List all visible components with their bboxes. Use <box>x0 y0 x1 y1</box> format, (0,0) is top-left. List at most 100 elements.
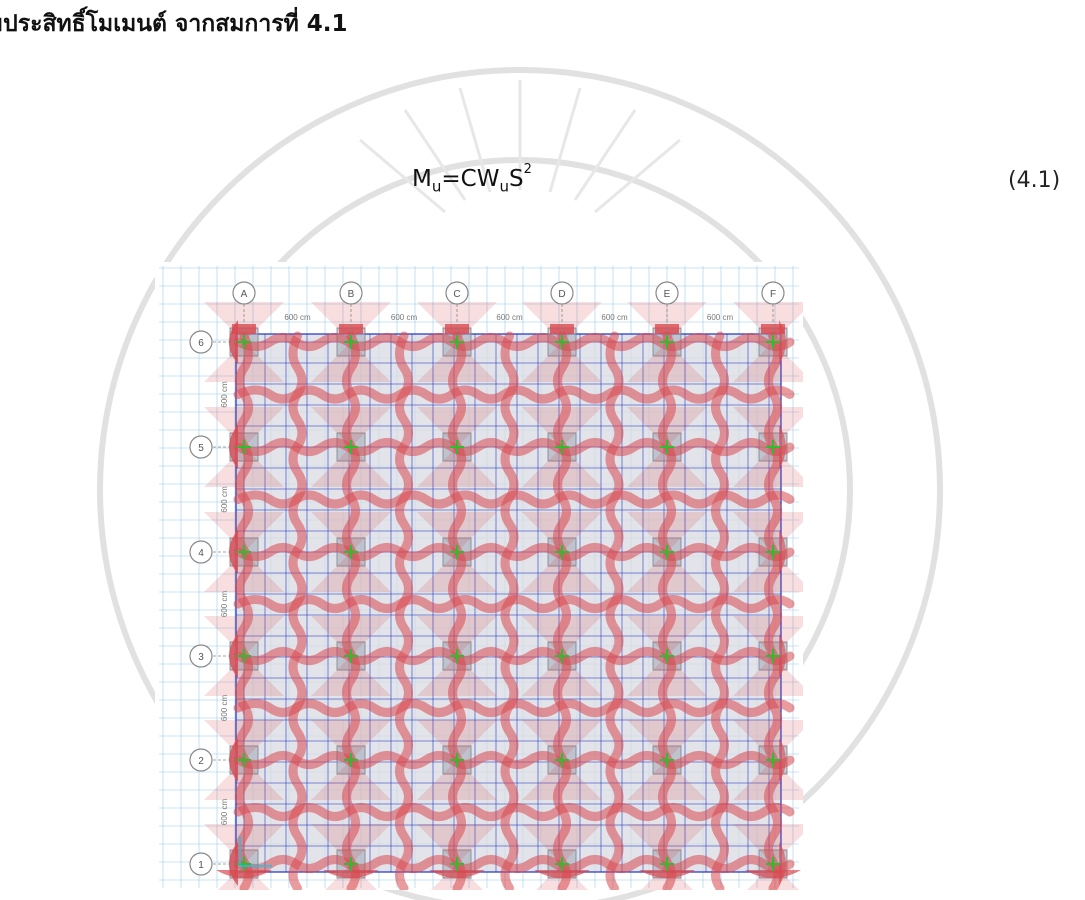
grid-label-C: C <box>453 289 460 300</box>
grid-bubble-E <box>655 281 679 305</box>
span-dimension: 600 cm <box>391 313 418 322</box>
edge-moment-bulge <box>323 870 379 878</box>
grid-bubble-2 <box>189 748 213 772</box>
moment-peak <box>522 407 602 447</box>
moment-peak <box>204 616 284 656</box>
moment-peak <box>204 342 284 382</box>
edge-moment-bulge <box>534 870 590 878</box>
moment-peak <box>522 512 602 552</box>
equation-w-subscript: u <box>499 177 509 196</box>
moment-peak <box>204 656 284 696</box>
moment-peak <box>204 447 284 487</box>
grid-label-A: A <box>241 289 248 300</box>
span-dimension: 600 cm <box>284 313 311 322</box>
edge-moment-bulge <box>779 425 786 469</box>
moment-peak <box>522 552 602 592</box>
moment-peak <box>522 720 602 760</box>
moment-peak <box>522 447 602 487</box>
moment-peak <box>417 512 497 552</box>
edge-moment-bulge <box>779 738 786 782</box>
grid-bubble-6 <box>189 330 213 354</box>
grid-label-E: E <box>664 289 671 300</box>
moment-peak <box>311 447 391 487</box>
moment-peak <box>311 824 391 864</box>
moment-band <box>553 331 571 890</box>
moment-peak <box>627 656 707 696</box>
moment-peak <box>311 407 391 447</box>
moment-peak <box>733 824 803 864</box>
moment-peak <box>204 824 284 864</box>
moment-band <box>395 331 413 890</box>
grid-bubble-C <box>445 281 469 305</box>
moment-band <box>233 595 795 613</box>
moment-peak <box>627 720 707 760</box>
moment-peak <box>204 552 284 592</box>
moment-peak <box>204 407 284 447</box>
moment-peak <box>627 616 707 656</box>
moment-peak <box>311 760 391 800</box>
grid-label-5: 5 <box>198 443 204 454</box>
moment-equation: Mu=CWuS2 <box>412 162 532 196</box>
moment-peak <box>733 656 803 696</box>
edge-moment-bulge <box>745 870 801 878</box>
moment-peak <box>733 302 803 342</box>
moment-band <box>233 699 795 717</box>
section-heading: มประสิทธิ์โมเมนต์ จากสมการที่ 4.1 <box>0 11 348 37</box>
moment-peak <box>522 616 602 656</box>
moment-peak <box>627 824 707 864</box>
edge-moment-bulge <box>779 530 786 574</box>
moment-peak <box>417 824 497 864</box>
moment-peak <box>733 720 803 760</box>
moment-peak <box>627 760 707 800</box>
grid-bubble-5 <box>189 435 213 459</box>
moment-peak <box>204 720 284 760</box>
span-dimension: 600 cm <box>220 381 229 408</box>
moment-peak <box>417 616 497 656</box>
moment-peak <box>627 512 707 552</box>
moment-peak <box>311 552 391 592</box>
moment-peak <box>417 447 497 487</box>
moment-peak <box>417 656 497 696</box>
moment-peak <box>311 616 391 656</box>
equation-cw: =CW <box>441 166 500 192</box>
moment-peak <box>417 720 497 760</box>
edge-moment-bulge <box>779 634 786 678</box>
moment-band <box>342 331 360 890</box>
span-dimension: 600 cm <box>496 313 523 322</box>
grid-bubble-3 <box>189 644 213 668</box>
equation-s: S <box>508 166 524 192</box>
moment-peak <box>311 512 391 552</box>
grid-bubble-A <box>232 281 256 305</box>
grid-label-D: D <box>558 289 565 300</box>
grid-label-3: 3 <box>198 652 204 663</box>
moment-band <box>233 647 795 665</box>
grid-bubble-B <box>339 281 363 305</box>
moment-band <box>233 803 795 821</box>
equation-m-subscript: u <box>431 177 442 196</box>
grid-label-F: F <box>770 289 776 300</box>
moment-peak <box>522 342 602 382</box>
moment-peak <box>522 824 602 864</box>
moment-band <box>233 490 795 509</box>
moment-band <box>500 331 519 890</box>
moment-peak <box>311 720 391 760</box>
equation-number: (4.1) <box>1008 168 1061 193</box>
span-dimension: 600 cm <box>220 695 229 722</box>
moment-peak <box>417 552 497 592</box>
moment-peak <box>627 552 707 592</box>
moment-peak <box>627 342 707 382</box>
moment-peak <box>311 656 391 696</box>
moment-peak <box>733 760 803 800</box>
moment-band <box>233 751 795 769</box>
moment-band <box>764 331 782 890</box>
moment-peak <box>522 760 602 800</box>
moment-peak <box>733 512 803 552</box>
moment-band <box>233 385 795 404</box>
moment-band <box>448 331 466 890</box>
equation-s-superscript: 2 <box>523 162 532 178</box>
equation-m: M <box>412 166 432 192</box>
moment-peak <box>204 512 284 552</box>
moment-band <box>235 331 253 890</box>
moment-band <box>233 543 795 561</box>
